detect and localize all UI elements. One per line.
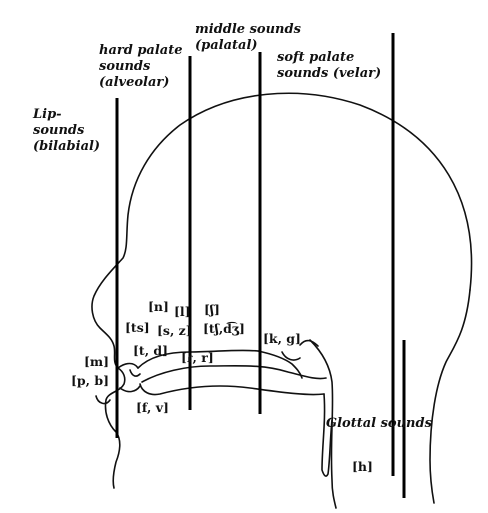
- velar-squiggle: [299, 339, 319, 347]
- tongue-underside: [139, 383, 325, 396]
- sound-h: [h]: [352, 459, 373, 474]
- label-palatal-category: middle sounds (palatal): [195, 22, 301, 53]
- sound-k-g: [k, g]: [263, 331, 301, 346]
- sound-ts: [ts]: [125, 320, 150, 335]
- label-glottal-category: Glottal sounds: [326, 416, 432, 431]
- sound-n: [n]: [148, 299, 169, 314]
- label-bilabial-category: Lip- sounds (bilabial): [33, 107, 101, 154]
- tongue-surface: [141, 364, 327, 383]
- teeth-lower: [95, 395, 111, 405]
- uvula-loop: [281, 351, 301, 361]
- larynx-outline: [321, 393, 333, 477]
- sound-sh: [ʃ]: [204, 302, 220, 317]
- sound-r-r: [ɾ, r]: [181, 350, 214, 365]
- label-velar-category: soft palate sounds (velar): [277, 50, 382, 81]
- lower-lip: [119, 385, 141, 393]
- sound-p-b: [p, b]: [71, 373, 110, 388]
- upper-lip: [117, 362, 139, 369]
- label-alveolar-category: hard palate sounds (alveolar): [99, 43, 183, 90]
- neck-back-outline: [429, 289, 471, 504]
- sound-l: [l]: [174, 304, 191, 319]
- sound-m: [m]: [84, 354, 110, 369]
- sound-f-v: [f, v]: [136, 400, 169, 415]
- sound-t-d: [t, d]: [133, 343, 169, 358]
- head-profile-outline: [91, 92, 473, 489]
- teeth-upper: [129, 369, 141, 377]
- soft-palate: [257, 350, 303, 379]
- sound-tsh-dzh: [tʃ,d͡ʒ]: [203, 321, 245, 336]
- sound-s-z: [s, z]: [157, 323, 192, 338]
